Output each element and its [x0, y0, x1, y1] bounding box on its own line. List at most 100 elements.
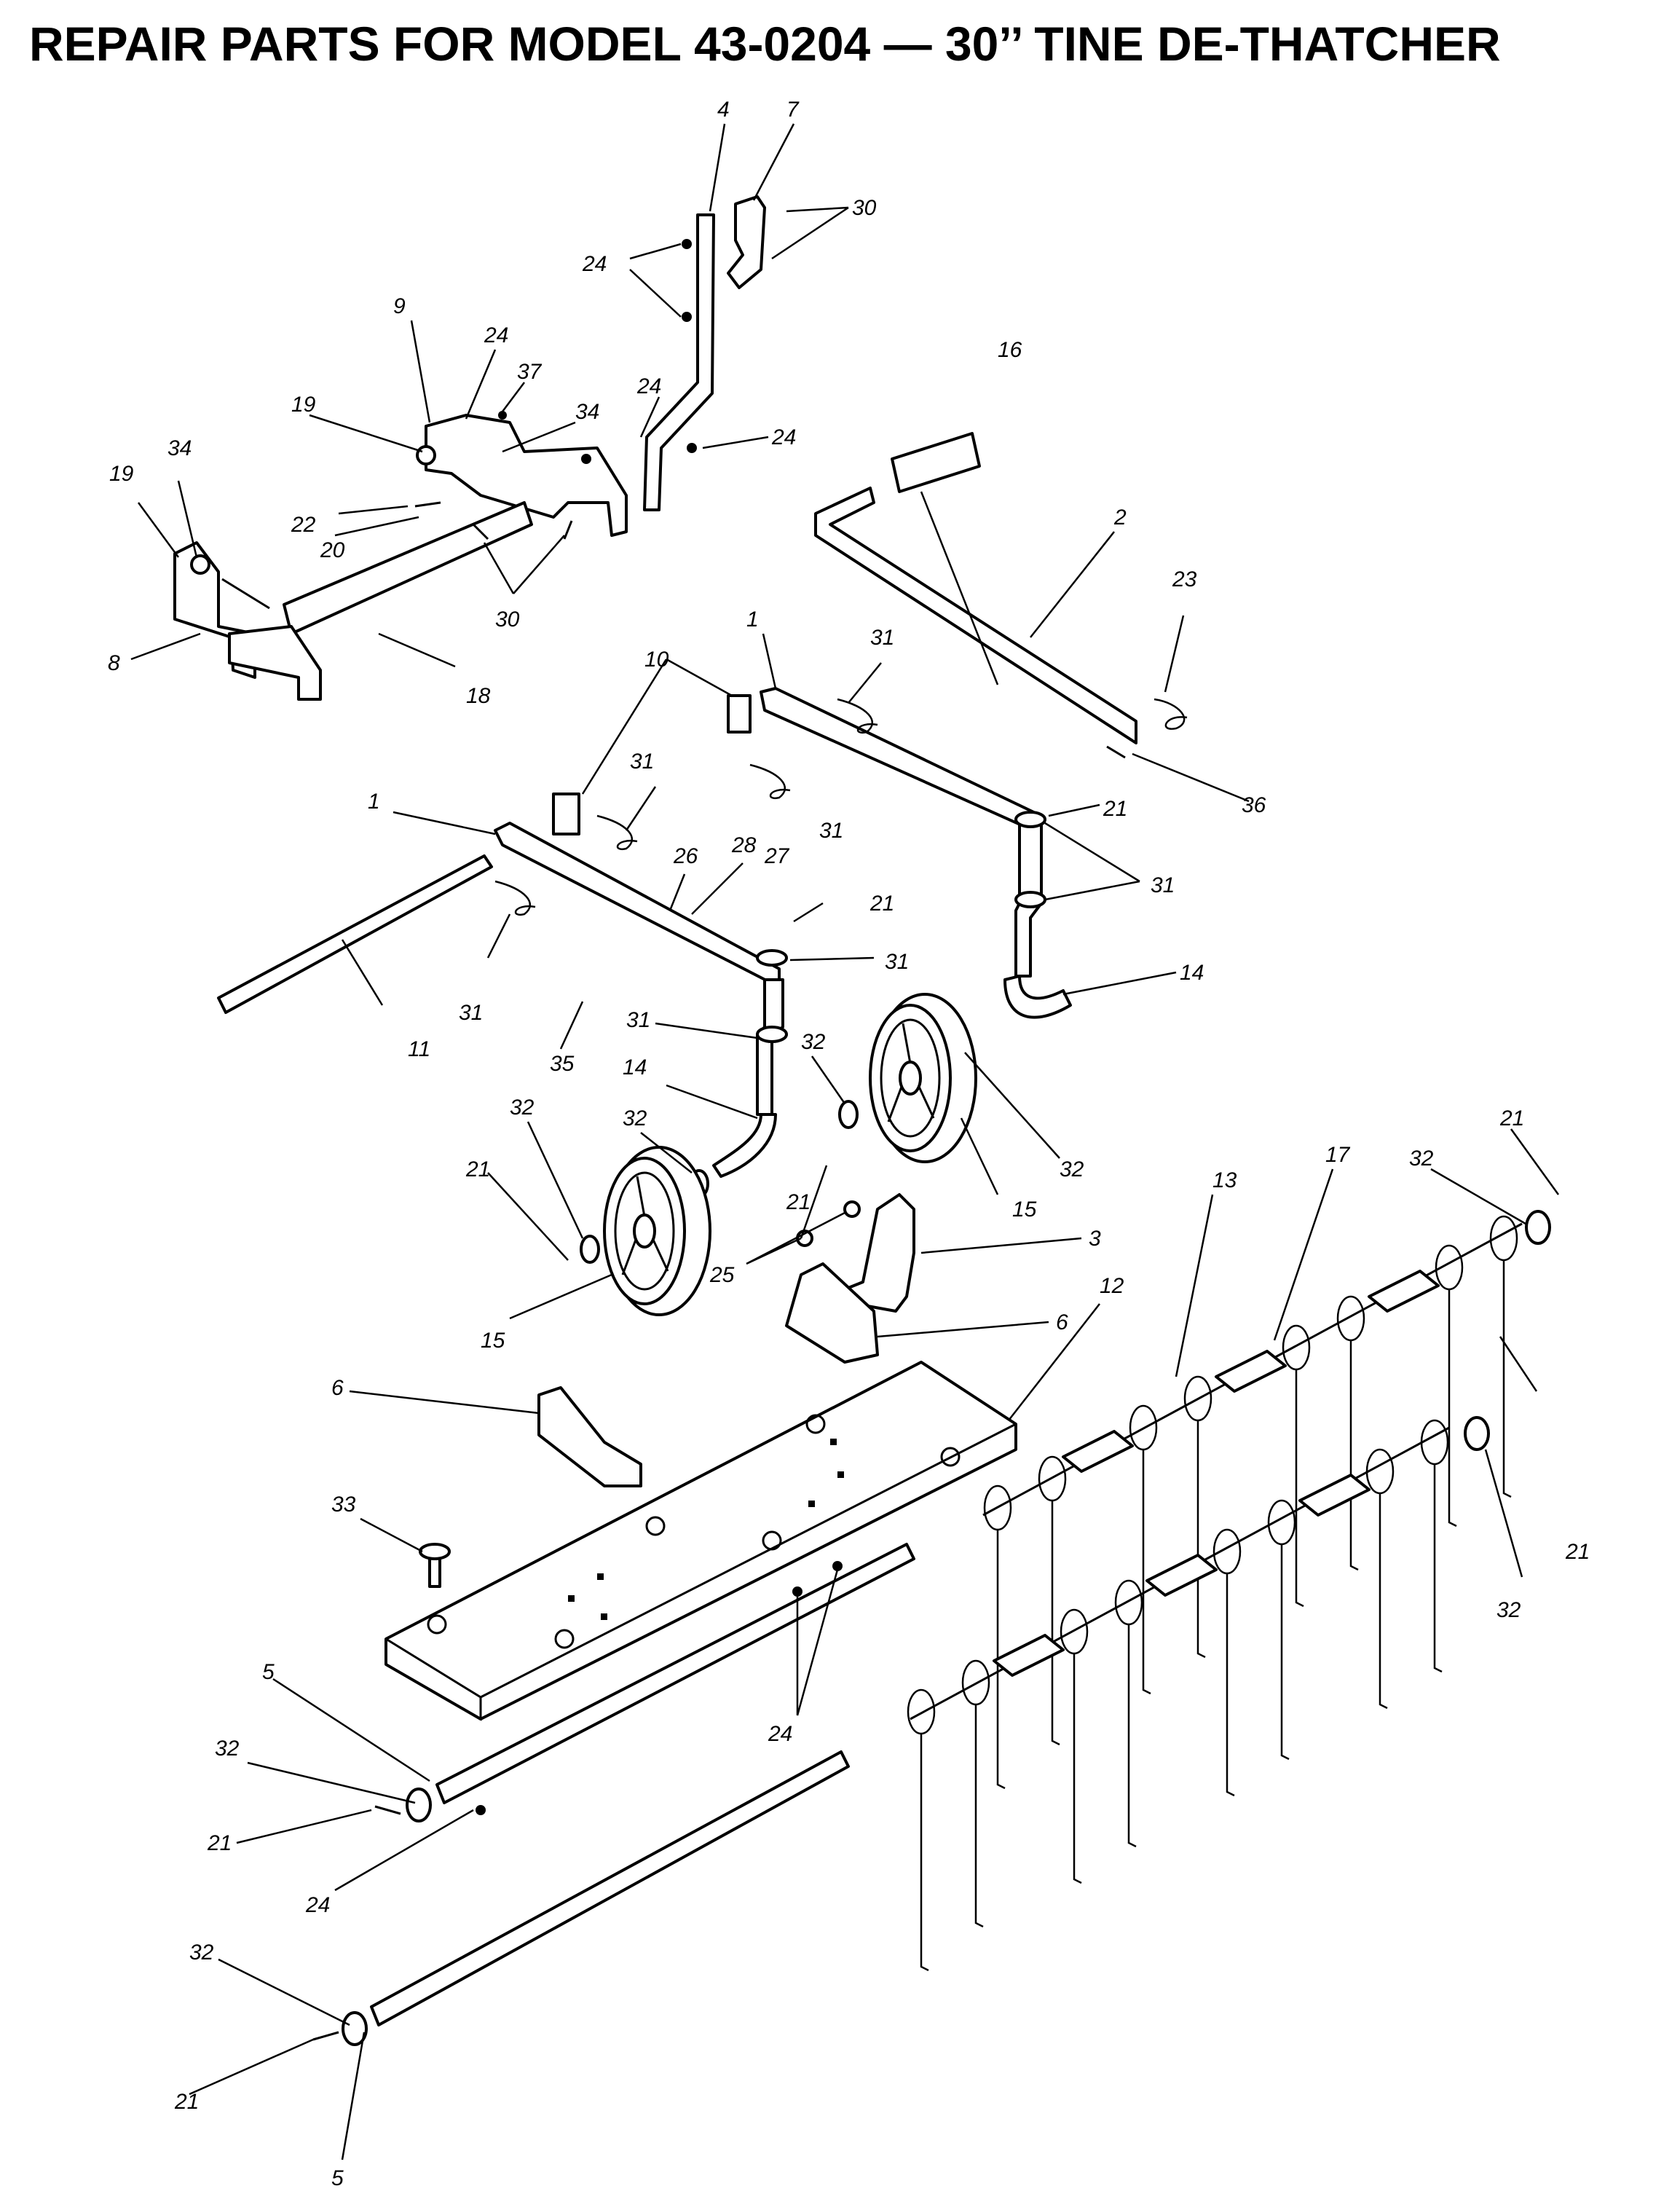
callout-5-b: 5: [331, 2166, 344, 2190]
callout-9: 9: [393, 294, 406, 318]
callout-10: 10: [644, 648, 669, 672]
callout-32-c: 32: [215, 1737, 240, 1761]
wheel-15-rear: [869, 993, 977, 1163]
callout-26: 26: [673, 844, 698, 868]
callout-31-b: 31: [885, 950, 909, 974]
bracket-10b: [552, 793, 580, 835]
callout-8: 8: [108, 651, 120, 675]
callout-numbers: 4 7 30 24 9 24 37 24 34 19 24 34 19 22 2…: [108, 98, 1590, 2190]
callout-29-mid: 30: [495, 607, 520, 632]
callout-31-g: 32: [510, 1096, 535, 1120]
callout-22: 22: [291, 513, 316, 537]
drawbar-18: [283, 501, 533, 635]
callout-16: 16: [998, 338, 1022, 362]
leader-lines: [130, 123, 1560, 2160]
mount-brackets: [537, 1193, 915, 1487]
callout-24-b: 24: [484, 323, 508, 347]
callout-32-b: 32: [1496, 1598, 1521, 1622]
axle-arm-1-front: [494, 822, 781, 988]
frame-12: [384, 1361, 1017, 1721]
spring-tines: [907, 1215, 1523, 1972]
callout-31-e: 32: [1060, 1157, 1084, 1181]
wheels: [603, 993, 977, 1316]
tine-bar-5-upper: [435, 1543, 915, 1804]
callout-31-a: 31: [1151, 873, 1175, 897]
callout-19-a: 19: [291, 393, 316, 417]
callout-2: 2: [1113, 506, 1127, 530]
tine-bars: [312, 1210, 1551, 2046]
hitch-bracket-4: [643, 213, 715, 511]
tine-bar-5-lower: [370, 1750, 850, 2026]
callout-24-f: 24: [305, 1893, 330, 1917]
wheel-15-front: [603, 1146, 711, 1316]
callout-15-a: 15: [1012, 1198, 1037, 1222]
callout-24-d: 24: [771, 425, 796, 449]
bracket-10a: [727, 694, 752, 734]
callout-25: 25: [709, 1263, 735, 1287]
callout-23: 23: [1172, 567, 1197, 591]
callout-21-h: 21: [174, 2090, 199, 2114]
callout-24-c: 24: [636, 374, 661, 398]
callout-30-d: 31: [459, 1001, 483, 1025]
callout-13: 13: [1212, 1168, 1237, 1192]
hitch-plate-18b: [228, 625, 322, 701]
axle-arm-1-rear: [760, 687, 1043, 835]
callout-14-b: 14: [623, 1055, 647, 1080]
callout-21-f: 21: [1565, 1540, 1590, 1564]
callout-15-b: 15: [481, 1329, 505, 1353]
callout-35: 35: [550, 1052, 575, 1076]
callout-21-a: 21: [1103, 797, 1127, 821]
callout-18: 18: [466, 684, 491, 708]
callout-6-b: 6: [331, 1376, 344, 1400]
callout-21-c: 21: [465, 1157, 490, 1181]
callout-7: 7: [786, 98, 800, 122]
axle-arms: [217, 687, 1072, 1264]
callout-3: 3: [1089, 1227, 1101, 1251]
callout-29-top: 30: [852, 196, 877, 220]
callout-33: 33: [331, 1493, 356, 1517]
mount-bracket-3: [843, 1193, 915, 1313]
callout-21-b: 21: [869, 892, 894, 916]
callout-36: 36: [1242, 793, 1266, 817]
axle-rod-11: [217, 854, 493, 1014]
callout-31-f: 32: [623, 1106, 647, 1130]
hitch-tongue: [814, 432, 1188, 759]
callout-20: 20: [320, 538, 345, 562]
callout-30-b: 31: [630, 750, 654, 774]
callout-21-e: 21: [1499, 1106, 1524, 1130]
tine-row-upper: [982, 1215, 1523, 1790]
callout-11: 11: [408, 1037, 430, 1061]
callout-37: 37: [517, 360, 543, 384]
callout-32-a: 32: [1409, 1147, 1434, 1171]
bracket-7: [727, 195, 766, 289]
callout-24-a: 24: [582, 252, 607, 276]
callout-19-b: 19: [109, 462, 134, 486]
callout-31-c: 31: [626, 1008, 650, 1032]
hitch-plate-9: [425, 414, 628, 537]
tine-row-lower: [907, 1419, 1450, 1972]
callout-28: 28: [731, 833, 757, 857]
mount-plate-6-right: [785, 1262, 879, 1364]
callout-1-a: 1: [746, 607, 759, 632]
tongue-bar-2: [814, 487, 1137, 744]
callout-34-b: 34: [167, 436, 192, 460]
callout-14-a: 14: [1180, 961, 1204, 985]
hitch-assembly: [173, 195, 766, 701]
callout-27: 27: [764, 844, 790, 868]
callout-1-b: 1: [368, 790, 380, 814]
callout-32-d: 32: [189, 1940, 214, 1965]
callout-21-d: 21: [786, 1190, 811, 1214]
callout-6-a: 6: [1056, 1310, 1068, 1334]
callout-21-g: 21: [207, 1831, 232, 1855]
mount-plate-6-left: [537, 1386, 642, 1487]
callout-12: 12: [1100, 1274, 1124, 1298]
callout-17: 17: [1325, 1143, 1351, 1167]
wheel-spindle-14-front: [756, 978, 784, 1116]
callout-34-a: 34: [575, 400, 599, 424]
callout-30-c: 31: [819, 819, 843, 843]
grip-16: [891, 432, 981, 493]
page-title: REPAIR PARTS FOR MODEL 43-0204 — 30’’ TI…: [29, 17, 1501, 71]
callout-4: 4: [717, 98, 730, 122]
